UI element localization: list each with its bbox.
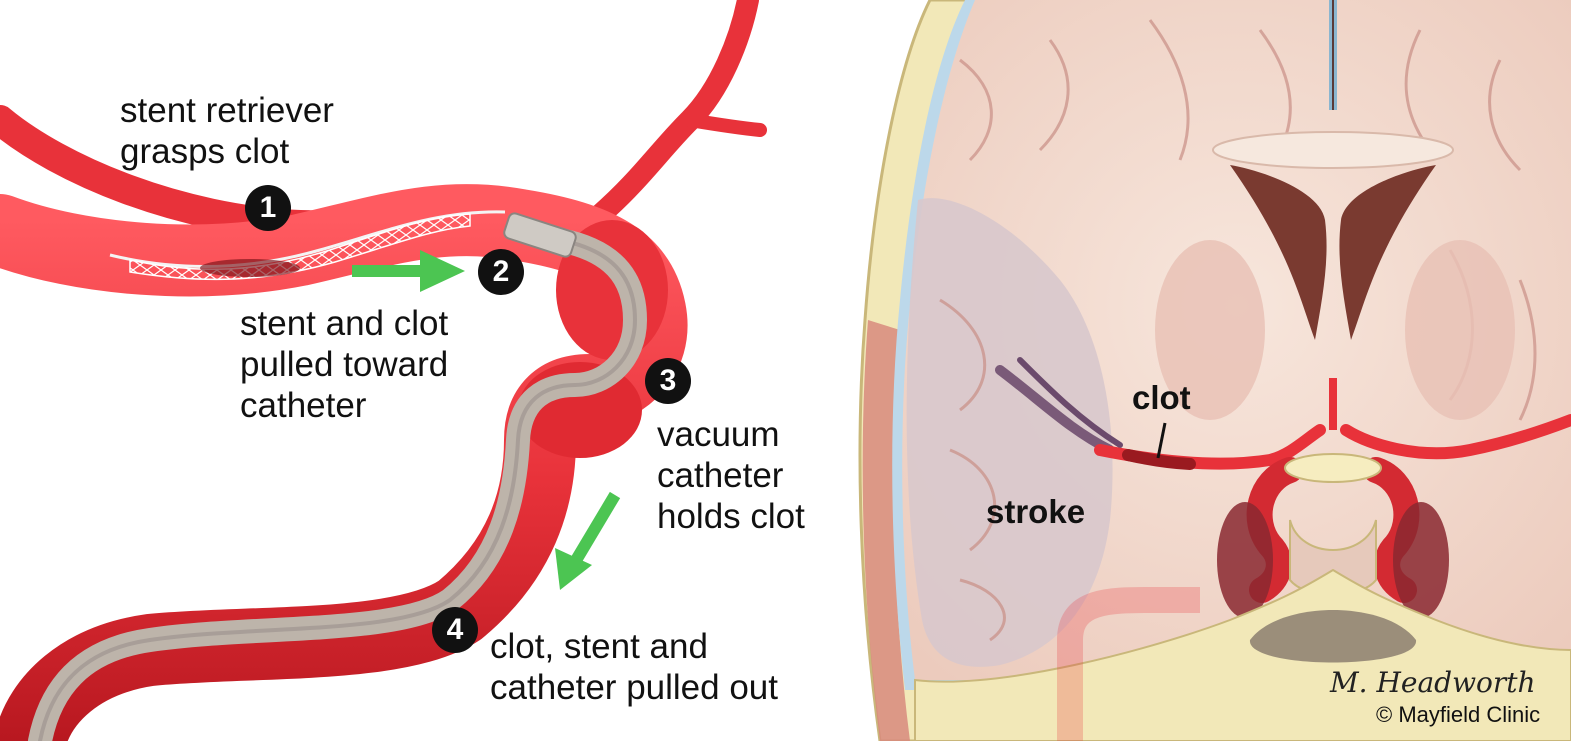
artery-mca-right bbox=[1340, 414, 1571, 460]
catheter-highlight bbox=[38, 238, 638, 741]
sphenoid-sinus bbox=[1249, 610, 1417, 663]
cavernous-sinus-right bbox=[1393, 502, 1449, 618]
catheter-tip bbox=[503, 212, 577, 258]
cavernous-sinus-left bbox=[1217, 502, 1273, 618]
label-step3: vacuum catheter holds clot bbox=[657, 414, 805, 537]
clot-in-artery bbox=[1122, 449, 1196, 470]
artist-signature: M. Headworth bbox=[1330, 666, 1536, 699]
artery-branch-upper bbox=[589, 0, 759, 226]
label-stroke: stroke bbox=[986, 493, 1085, 531]
label-step2: stent and clot pulled toward catheter bbox=[240, 303, 448, 426]
label-step1-text: stent retriever grasps clot bbox=[120, 91, 334, 171]
vessel-panel bbox=[0, 0, 767, 741]
mca-branch-occluded bbox=[995, 365, 1115, 455]
badge-step3: 3 bbox=[645, 358, 691, 404]
copyright-notice: © Mayfield Clinic bbox=[1376, 702, 1541, 727]
skull-base bbox=[914, 568, 1571, 741]
corpus-callosum bbox=[1212, 131, 1454, 169]
artery-branch-side bbox=[683, 113, 767, 137]
stroke-region bbox=[906, 198, 1113, 667]
label-step3-text: vacuum catheter holds clot bbox=[657, 415, 805, 536]
ventricle-right bbox=[1339, 165, 1436, 340]
basal-ganglia-right bbox=[1405, 240, 1515, 420]
optic-chiasm bbox=[1284, 453, 1382, 483]
badge-step4: 4 bbox=[432, 607, 478, 653]
label-step2-text: stent and clot pulled toward catheter bbox=[240, 304, 449, 425]
ventricle-left bbox=[1230, 165, 1327, 340]
catheter-overlay bbox=[1057, 587, 1200, 741]
scalp-muscle bbox=[862, 320, 910, 741]
label-step4-text: clot, stent and catheter pulled out bbox=[490, 627, 778, 707]
arrow-right bbox=[352, 250, 465, 292]
brain-panel bbox=[858, 0, 1571, 741]
badge-step2: 2 bbox=[478, 249, 524, 295]
clot-pointer bbox=[1156, 422, 1167, 459]
label-clot: clot bbox=[1132, 379, 1191, 417]
label-stroke-text: stroke bbox=[986, 493, 1086, 530]
label-clot-text: clot bbox=[1132, 379, 1191, 416]
gyri bbox=[939, 19, 1537, 642]
arrow-down-left bbox=[555, 491, 621, 590]
mca-branch-occluded-2 bbox=[1017, 357, 1123, 448]
clot-in-stent bbox=[200, 259, 300, 277]
label-step1: stent retriever grasps clot bbox=[120, 90, 334, 172]
basal-ganglia-left bbox=[1155, 240, 1265, 420]
label-step4: clot, stent and catheter pulled out bbox=[490, 626, 778, 708]
badge-step1: 1 bbox=[245, 185, 291, 231]
